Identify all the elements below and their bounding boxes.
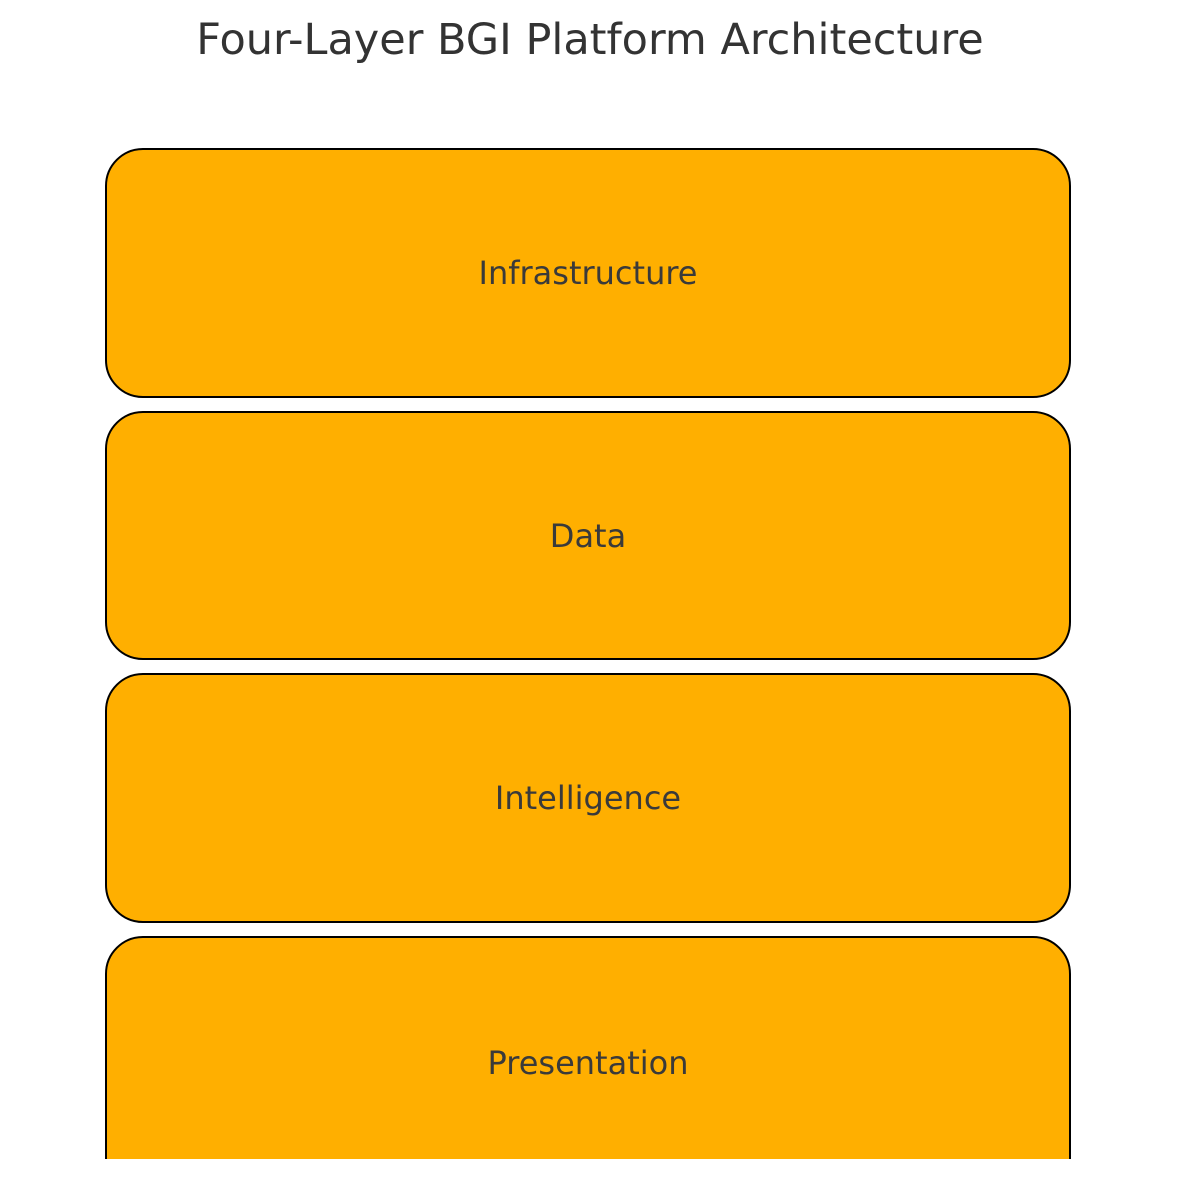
diagram-title: Four-Layer BGI Platform Architecture — [196, 15, 984, 65]
layer-label: Infrastructure — [478, 254, 698, 292]
layer-label: Presentation — [487, 1044, 689, 1082]
layer-presentation: Presentation — [105, 936, 1071, 1159]
layer-data: Data — [105, 411, 1071, 660]
layer-infrastructure: Infrastructure — [105, 148, 1071, 398]
layer-label: Intelligence — [494, 779, 682, 817]
layer-label: Data — [549, 516, 627, 555]
layer-intelligence: Intelligence — [105, 673, 1071, 923]
